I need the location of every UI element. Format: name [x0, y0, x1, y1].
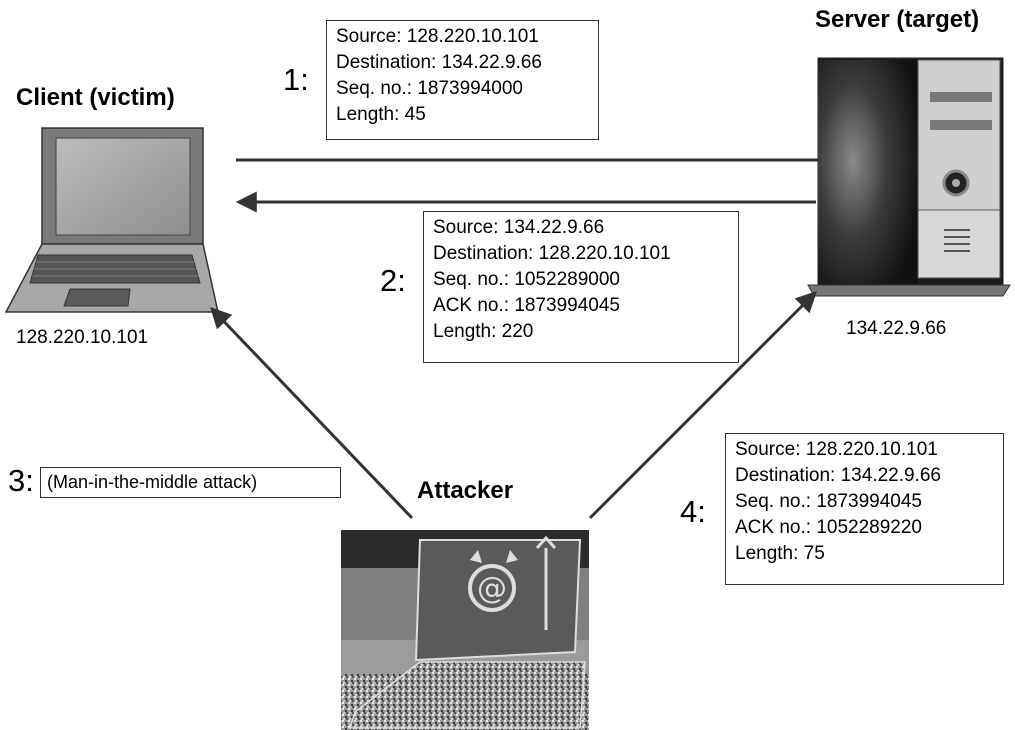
svg-text:@: @ [477, 571, 507, 606]
step-2-label: 2: [380, 263, 406, 298]
step-3-note: (Man-in-the-middle attack) [40, 467, 341, 498]
packet-1-length: Length: 45 [336, 104, 426, 125]
arrow-attacker-to-server [588, 291, 817, 520]
packet-4-seq: Seq. no.: 1873994045 [735, 491, 923, 512]
packet-2-ack: ACK no.: 1873994045 [433, 295, 620, 316]
client-heading: Client (victim) [16, 84, 175, 111]
packet-4-box: Source: 128.220.10.101 Destination: 134.… [725, 433, 1004, 585]
attacker-laptop-icon: @ [341, 530, 589, 730]
client-laptop-icon [4, 127, 219, 313]
step-4-label: 4: [680, 494, 706, 529]
packet-4-source: Source: 128.220.10.101 [735, 439, 938, 460]
packet-2-box: Source: 134.22.9.66 Destination: 128.220… [423, 211, 739, 363]
packet-1-destination: Destination: 134.22.9.66 [336, 52, 542, 73]
packet-1-source: Source: 128.220.10.101 [336, 26, 539, 47]
step-3-label: 3: [8, 463, 34, 498]
server-heading: Server (target) [815, 6, 980, 33]
client-ip-label: 128.220.10.101 [16, 327, 149, 348]
attacker-heading: Attacker [417, 477, 514, 504]
arrow-attacker-to-client [210, 306, 414, 520]
packet-2-destination: Destination: 128.220.10.101 [433, 243, 671, 264]
packet-2-seq: Seq. no.: 1052289000 [433, 269, 621, 290]
packet-4-ack: ACK no.: 1052289220 [735, 517, 922, 538]
server-tower-icon [807, 57, 1011, 297]
packet-2-source: Source: 134.22.9.66 [433, 217, 605, 238]
packet-4-destination: Destination: 134.22.9.66 [735, 465, 941, 486]
packet-4-length: Length: 75 [735, 543, 825, 564]
server-ip-label: 134.22.9.66 [846, 318, 947, 339]
packet-1-box: Source: 128.220.10.101 Destination: 134.… [326, 20, 599, 140]
packet-2-length: Length: 220 [433, 321, 534, 342]
step-1-label: 1: [283, 62, 309, 97]
packet-1-seq: Seq. no.: 1873994000 [336, 78, 524, 99]
